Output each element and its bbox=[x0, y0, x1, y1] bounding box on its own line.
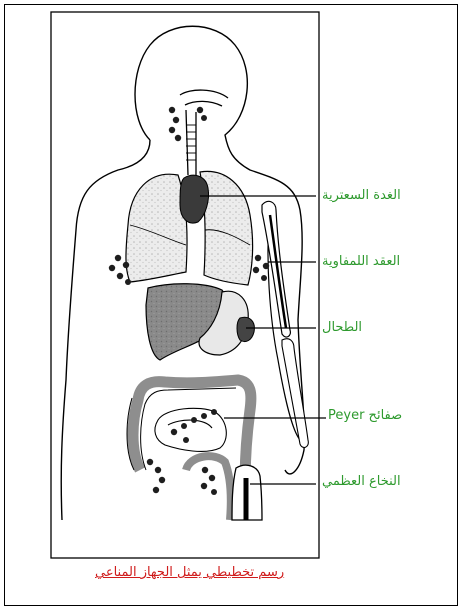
label-lymph-nodes: العقد اللمفاوية bbox=[322, 254, 400, 269]
left-lung bbox=[126, 174, 187, 282]
label-spleen: الطحال bbox=[322, 320, 362, 335]
label-peyer-patches: صفائح Peyer bbox=[328, 408, 402, 423]
figure-caption: رسم تخطيطي يمثل الجهاز المناعي bbox=[95, 565, 284, 580]
pelvic-organ bbox=[186, 456, 231, 520]
trachea bbox=[180, 90, 228, 175]
label-bone-marrow: النخاع العظمي bbox=[322, 474, 401, 489]
label-thymus: الغدة السعترية bbox=[322, 188, 401, 203]
spleen bbox=[237, 317, 254, 341]
small-intestine bbox=[155, 408, 226, 451]
